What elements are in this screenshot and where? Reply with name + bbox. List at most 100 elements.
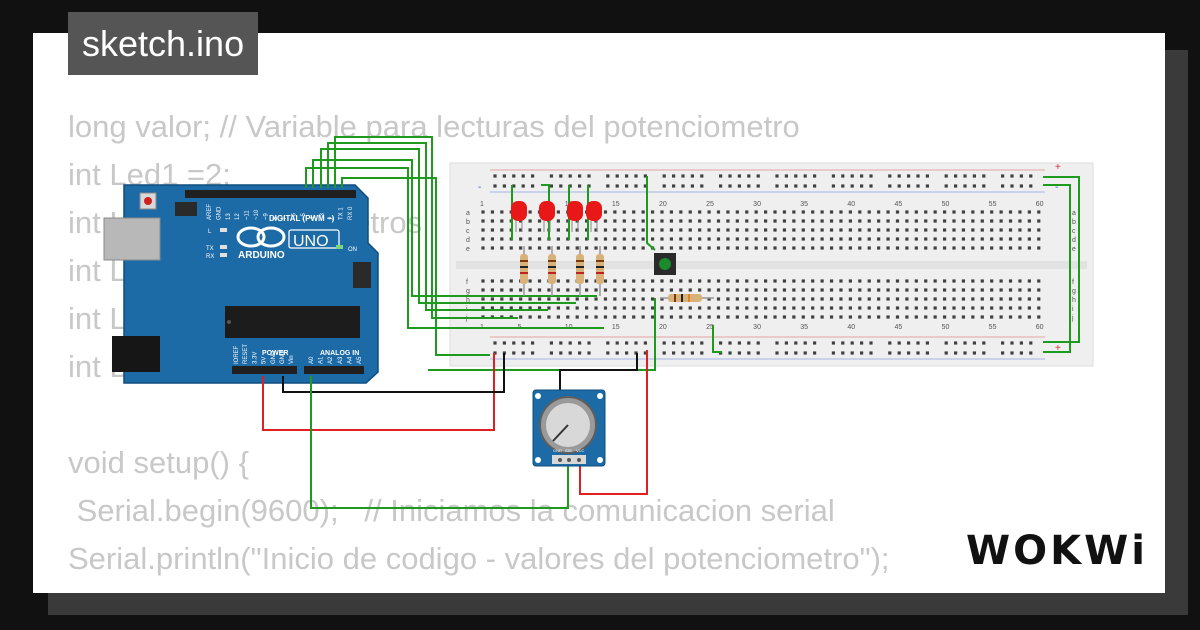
power-pin-label: GND [271, 350, 277, 364]
column-number: 1 [480, 201, 484, 208]
column-number: 50 [942, 201, 950, 208]
column-number: 45 [894, 201, 902, 208]
arduino-brand: ARDUINO [238, 250, 285, 261]
digital-pin-label: AREF [207, 204, 213, 220]
row-letter: h [466, 297, 470, 304]
digital-pin-label: ~3 [320, 212, 326, 220]
resistor-5[interactable] [660, 294, 714, 302]
led-3[interactable] [567, 201, 583, 232]
column-number: 60 [1036, 324, 1044, 331]
breadboard: 1155101015152020252530303535404045455050… [449, 162, 1094, 367]
power-pin-label: Vin [289, 355, 295, 364]
digital-pin-label: ~10 [254, 209, 260, 220]
reset-button-cap[interactable] [144, 197, 152, 205]
l-label: L [208, 229, 212, 235]
potentiometer[interactable]: GND SIG VCC [532, 389, 606, 467]
digital-pin-label: 13 [226, 213, 232, 220]
arduino-model: UNO [293, 233, 329, 250]
column-number: 15 [612, 324, 620, 331]
digital-pin-label: TX 1 [339, 207, 345, 220]
digital-pin-label: ~9 [263, 212, 269, 220]
pot-pin-vcc: VCC [576, 448, 585, 453]
power-header-label: POWER [262, 350, 288, 357]
power-pin-label: RESET [243, 344, 249, 364]
row-letter: b [466, 219, 470, 226]
column-number: 40 [847, 324, 855, 331]
row-letter: a [1072, 210, 1076, 217]
row-letter: c [466, 228, 470, 235]
usb-port [103, 217, 161, 261]
pot-pin-sig: SIG [565, 448, 572, 453]
rail-minus-label: - [1055, 182, 1058, 193]
wire-button-rail [646, 176, 656, 251]
column-number: 60 [1036, 201, 1044, 208]
digital-pin-label: 4 [310, 216, 316, 220]
icsp-header [175, 202, 371, 288]
wires [262, 136, 1080, 509]
row-letter: f [466, 279, 468, 286]
rail-plus-label: + [1055, 162, 1061, 173]
resistor-3[interactable] [576, 246, 584, 296]
wire-resistor-ground [712, 325, 722, 353]
tx-label: TX [206, 246, 214, 252]
digital-pin-label: 8 [273, 216, 279, 220]
resistor-2[interactable] [548, 246, 556, 296]
led-1[interactable] [511, 201, 527, 232]
code-line: Serial.println("Inicio de codigo - valor… [68, 541, 890, 576]
power-jack [112, 336, 160, 372]
led-4[interactable] [586, 201, 602, 232]
resistor-4[interactable] [596, 246, 604, 296]
pot-pin-gnd: GND [553, 448, 562, 453]
rx-label: RX [206, 254, 214, 260]
row-letter: g [1072, 288, 1076, 295]
column-number: 55 [989, 324, 997, 331]
wire-button [305, 167, 604, 329]
wire-led1 [334, 136, 518, 319]
wire-led2 [327, 142, 548, 311]
row-letter: e [1072, 246, 1076, 253]
digital-pin-label: ~6 [292, 212, 298, 220]
column-number: 25 [706, 201, 714, 208]
column-number: 35 [800, 201, 808, 208]
power-pin-label: GND [280, 350, 286, 364]
code-line: void setup() { [68, 445, 249, 480]
push-button[interactable] [654, 253, 676, 275]
code-line: Serial.begin(9600); // Iniciamos la comu… [68, 493, 835, 528]
digital-pin-label: ~11 [245, 210, 251, 220]
digital-pin-label: 2 [329, 216, 335, 220]
power-pin-label: IOREF [234, 345, 240, 364]
column-number: 30 [753, 201, 761, 208]
row-letter: e [466, 246, 470, 253]
column-number: 40 [847, 201, 855, 208]
resistor-1[interactable] [520, 246, 528, 296]
digital-pin-label: 7 [282, 216, 288, 220]
wire-a0-signal [310, 376, 569, 509]
leds [511, 201, 602, 232]
row-letter: h [1072, 297, 1076, 304]
wire-rail-right-2 [1043, 184, 1071, 353]
analog-pin-label: A3 [338, 356, 344, 364]
file-tab[interactable]: sketch.ino [68, 12, 259, 75]
analog-header-label: ANALOG IN [320, 350, 359, 357]
digital-pin-label: ~5 [301, 212, 307, 220]
wire-gnd [282, 353, 505, 393]
arduino-logo-icon [236, 226, 286, 248]
power-pin-label: 3.3V [252, 352, 258, 364]
wire-led-rail-2 [541, 184, 550, 240]
column-number: 20 [659, 324, 667, 331]
row-letter: g [466, 288, 470, 295]
arduino-uno[interactable]: UNO ARDUINO DIGITAL (PWM ~) POWER ANALOG… [103, 184, 379, 384]
led-2[interactable] [539, 201, 555, 232]
wire-ground-rail [341, 177, 490, 356]
power-pin-header[interactable] [232, 366, 297, 374]
column-number: 15 [612, 201, 620, 208]
digital-pin-label: 12 [235, 213, 241, 220]
analog-pin-header[interactable] [304, 366, 364, 374]
column-number: 25 [706, 324, 714, 331]
row-letter: d [466, 237, 470, 244]
digital-pin-header[interactable] [185, 190, 356, 198]
rail-plus-label-bottom: + [1055, 343, 1061, 354]
row-letter: b [1072, 219, 1076, 226]
